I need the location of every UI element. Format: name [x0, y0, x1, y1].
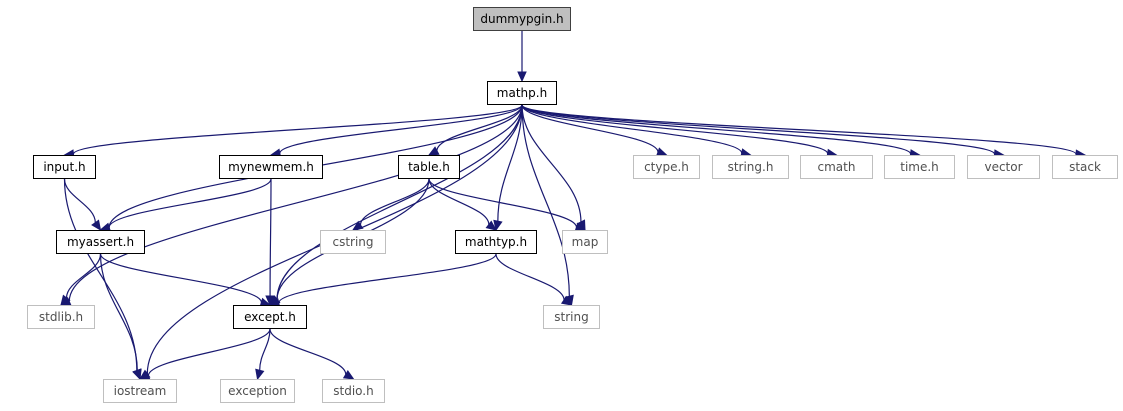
node-stdio-h: stdio.h	[322, 379, 385, 403]
edge-mathp-to-time	[521, 104, 912, 155]
edge-myassert-to-except	[99, 253, 262, 303]
node-vector: vector	[967, 155, 1040, 179]
node-exception: exception	[220, 379, 295, 403]
edge-mathp-to-vector	[521, 104, 996, 155]
arrowhead-table-to-cstring	[351, 220, 364, 231]
edge-mathp-to-mynewmem	[279, 104, 523, 154]
node-stack: stack	[1052, 155, 1118, 179]
edge-table-to-mathtyp	[428, 178, 490, 225]
arrowhead-mathp-to-table	[427, 146, 440, 156]
node-mathp-h[interactable]: mathp.h	[487, 81, 557, 105]
node-except-h[interactable]: except.h	[233, 305, 307, 329]
edge-mathp-to-table	[436, 104, 523, 151]
node-ctype-h: ctype.h	[633, 155, 700, 179]
arrowhead-input-to-myassert	[91, 219, 102, 232]
edge-mathp-to-string	[521, 104, 570, 297]
edge-mathp-to-stack	[521, 104, 1077, 155]
arrowhead-table-to-mathtyp	[485, 220, 497, 231]
node-table-h[interactable]: table.h	[398, 155, 460, 179]
node-cstring: cstring	[320, 230, 386, 254]
edge-mathp-to-input	[72, 104, 523, 155]
edge-mathp-to-cmath	[521, 104, 829, 155]
edge-mynewmem-to-except	[269, 178, 272, 297]
edge-except-to-exception	[259, 328, 271, 371]
node-mathtyp-h[interactable]: mathtyp.h	[455, 230, 537, 254]
arrowhead-myassert-to-stdlib	[60, 294, 71, 306]
node-dummypgin-h: dummypgin.h	[473, 7, 571, 31]
node-myassert-h[interactable]: myassert.h	[56, 230, 145, 254]
edge-mathp-to-string_h	[521, 104, 743, 154]
edge-input-to-myassert	[63, 178, 96, 223]
edge-mathtyp-to-except	[278, 253, 497, 304]
arrowhead-mathp-to-mathtyp	[493, 219, 503, 232]
node-string-h: string.h	[712, 155, 789, 179]
edge-input-to-iostream	[63, 178, 138, 371]
arrowhead-except-to-stdio	[342, 370, 355, 380]
node-input-h[interactable]: input.h	[33, 155, 96, 179]
node-time-h: time.h	[884, 155, 955, 179]
node-cmath: cmath	[800, 155, 873, 179]
node-mynewmem-h[interactable]: mynewmem.h	[219, 155, 323, 179]
edge-mathp-to-map	[521, 104, 582, 222]
edge-myassert-to-stdlib	[65, 253, 102, 298]
edge-except-to-iostream	[147, 328, 271, 376]
node-string: string	[543, 305, 600, 329]
edge-myassert-to-iostream	[99, 253, 138, 371]
edge-mynewmem-to-myassert	[108, 178, 272, 228]
edge-mathtyp-to-string	[495, 253, 565, 301]
edge-mathp-to-mathtyp	[497, 104, 523, 222]
arrowhead-dummypgin-to-mathp	[517, 71, 527, 83]
node-map: map	[562, 230, 608, 254]
edge-table-to-map	[428, 178, 578, 228]
edge-table-to-cstring	[359, 178, 430, 226]
node-iostream: iostream	[103, 379, 177, 403]
edge-except-to-stdio	[269, 328, 347, 375]
node-stdlib-h: stdlib.h	[27, 305, 95, 329]
arrowhead-mathtyp-to-string	[560, 295, 573, 306]
edge-mathp-to-except	[276, 104, 523, 300]
edge-mathp-to-stdlib	[68, 104, 523, 302]
arrowhead-myassert-to-iostream	[132, 368, 142, 381]
edge-mathp-to-ctype	[521, 104, 659, 153]
arrowhead-except-to-exception	[255, 368, 265, 381]
